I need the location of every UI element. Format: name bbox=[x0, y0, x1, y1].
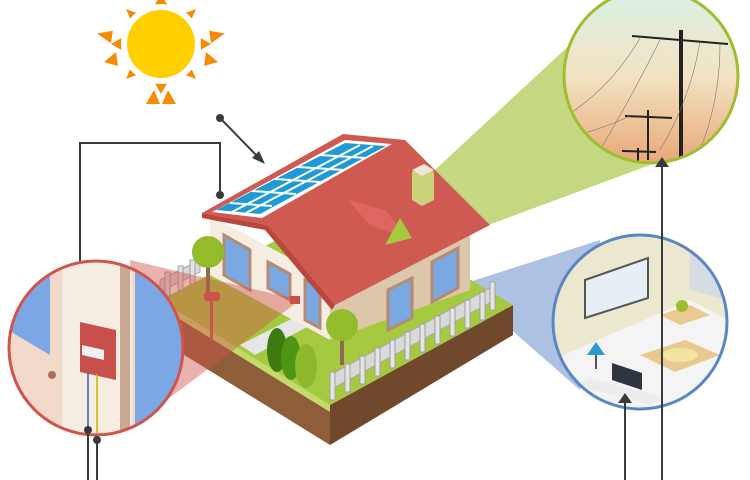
living-room-icon bbox=[551, 233, 729, 411]
sun-icon bbox=[97, 0, 225, 104]
electric-meter-icon bbox=[7, 259, 185, 437]
house-icon bbox=[159, 134, 513, 445]
wiring-lines bbox=[84, 157, 669, 480]
sunlight-arrow bbox=[216, 114, 265, 164]
solar-panel-icon bbox=[212, 140, 392, 218]
power-line-icon bbox=[562, 0, 740, 165]
